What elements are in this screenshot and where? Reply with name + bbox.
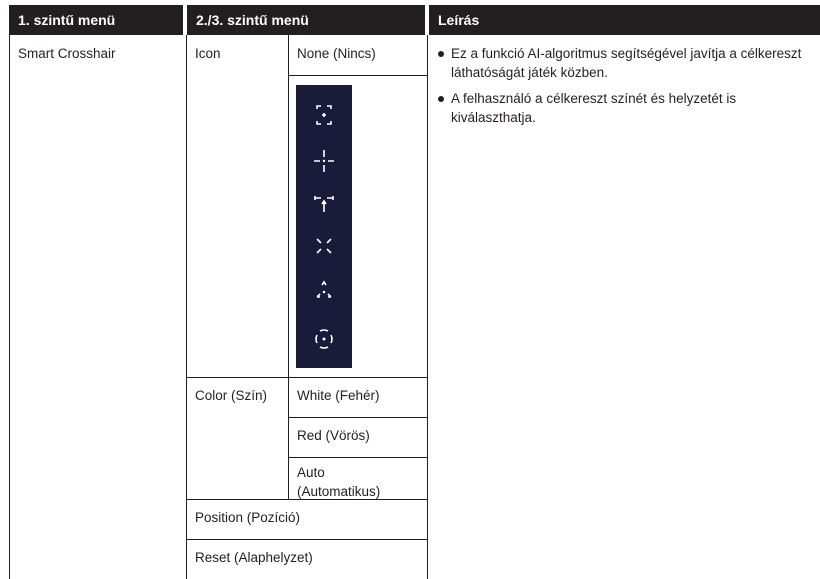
arrow-crosshair-icon	[314, 196, 334, 212]
menu-item-smart-crosshair: Smart Crosshair	[18, 46, 116, 61]
option-auto: Auto (Automatikus)	[297, 465, 381, 499]
menu-item-color: Color (Szín)	[195, 388, 268, 403]
triangle-crosshair-icon	[316, 280, 332, 298]
menu-item-position: Position (Pozíció)	[195, 510, 301, 525]
corner-crosshair-icon	[316, 105, 332, 125]
x-crosshair-icon	[316, 238, 332, 254]
description-bullet: Ez a funkció AI-algoritmus segítségével …	[437, 44, 815, 82]
description-bullet: A felhasználó a célkereszt színét és hel…	[437, 89, 815, 127]
circle-dot-crosshair-icon	[315, 329, 333, 349]
option-red: Red (Vörös)	[297, 428, 370, 443]
cross-crosshair-icon	[314, 150, 334, 172]
option-none: None (Nincs)	[297, 46, 376, 61]
option-white: White (Fehér)	[297, 388, 380, 403]
header-col1: 1. szintű menü	[9, 5, 183, 35]
header-col3: Leírás	[429, 5, 820, 35]
description-cell: Ez a funkció AI-algoritmus segítségével …	[437, 44, 815, 134]
crosshair-icon-panel	[296, 85, 352, 368]
menu-item-icon: Icon	[195, 46, 221, 61]
header-col2: 2./3. szintű menü	[187, 5, 425, 35]
menu-item-reset: Reset (Alaphelyzet)	[195, 550, 313, 565]
